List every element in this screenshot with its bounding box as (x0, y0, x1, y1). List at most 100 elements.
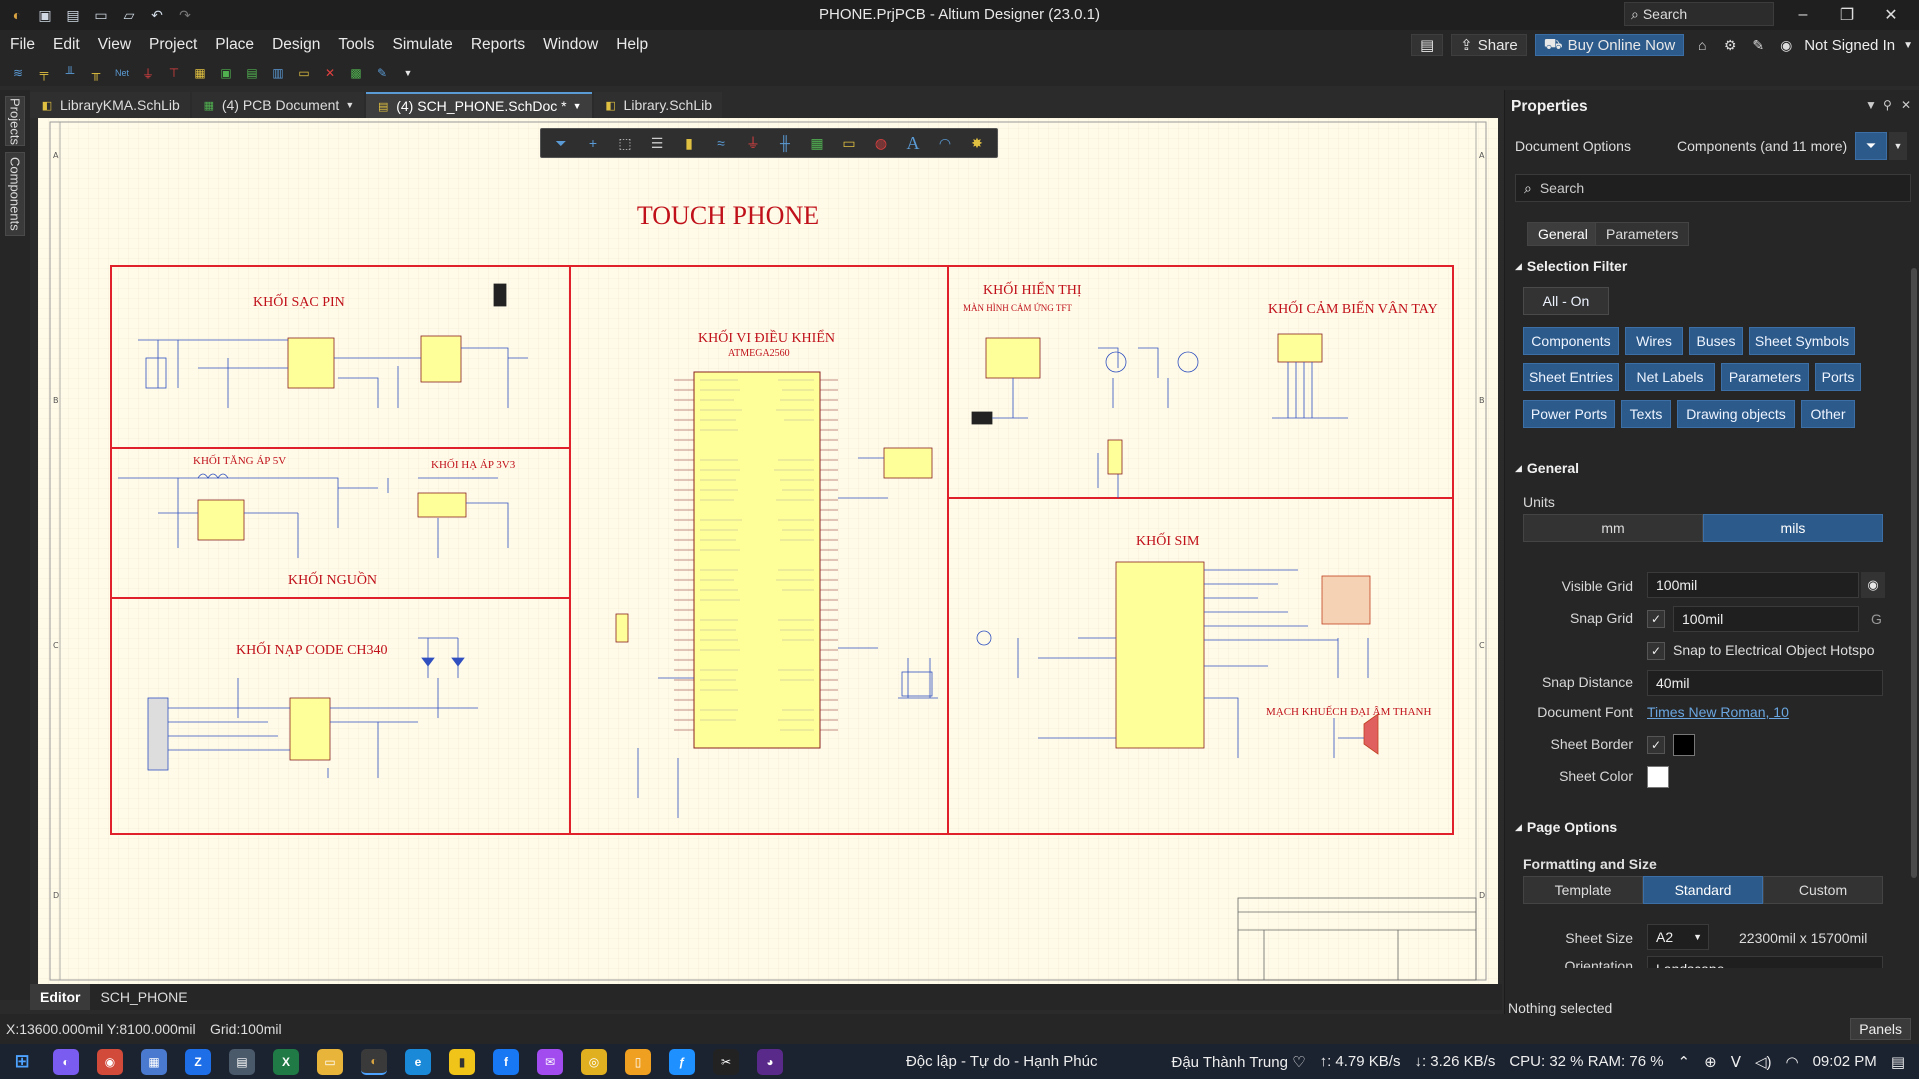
design-item-icon[interactable]: ✸ (971, 134, 983, 151)
sheet-border-color[interactable] (1673, 734, 1695, 756)
tray-chevron-up-icon[interactable]: ⌃ (1677, 1053, 1691, 1071)
pen-icon[interactable]: ✎ (376, 66, 388, 80)
chevron-down-icon[interactable]: ▼ (1903, 39, 1913, 51)
filter-texts[interactable]: Texts (1621, 400, 1671, 428)
mcu-component[interactable] (674, 371, 838, 749)
restore-button[interactable]: ❐ (1839, 7, 1855, 24)
zalo-icon[interactable]: Z (185, 1048, 211, 1075)
tab-editor[interactable]: Editor (30, 984, 91, 1010)
power-components[interactable] (118, 473, 509, 558)
sticky-notes-icon[interactable]: ▮ (449, 1048, 475, 1075)
tray-clock[interactable]: 09:02 PM (1812, 1053, 1877, 1070)
filter-net-labels[interactable]: Net Labels (1625, 363, 1715, 391)
app-icon-red[interactable]: ◉ (97, 1048, 123, 1075)
align-icon[interactable]: ☰ (650, 134, 664, 151)
undo-icon[interactable]: ↶ (151, 6, 163, 23)
sheet-icon[interactable]: ▦ (810, 134, 824, 151)
excel-icon[interactable]: X (273, 1048, 299, 1075)
home-icon[interactable]: ⌂ (1697, 37, 1707, 53)
tab-library-schlib[interactable]: ◧ Library.SchLib (593, 92, 722, 118)
general-section-header[interactable]: ◢ General (1515, 460, 1579, 476)
ground-icon[interactable]: ⏚ (141, 66, 154, 81)
menu-window[interactable]: Window (543, 36, 599, 53)
filter-components[interactable]: Components (1523, 327, 1619, 355)
visible-grid-field[interactable]: 100mil (1647, 572, 1859, 598)
bus-entry-icon[interactable]: ╨ (65, 66, 75, 80)
menu-project[interactable]: Project (149, 36, 198, 53)
selection-filter-header[interactable]: ◢ Selection Filter (1515, 258, 1627, 274)
move-icon[interactable]: + (588, 135, 598, 151)
github-icon[interactable]: ◕ (757, 1048, 783, 1075)
menu-simulate[interactable]: Simulate (392, 36, 453, 53)
ch340-components[interactable] (147, 637, 478, 778)
filter-ports[interactable]: Ports (1815, 363, 1861, 391)
buy-online-button[interactable]: ⛟Buy Online Now (1534, 34, 1685, 56)
store-icon[interactable]: ▦ (141, 1048, 167, 1075)
toolbar-chevron-down-icon[interactable]: ▼ (403, 68, 413, 78)
notes-icon[interactable]: ▯ (625, 1048, 651, 1075)
edge-icon[interactable]: e (405, 1048, 431, 1075)
filter-power-ports[interactable]: Power Ports (1523, 400, 1615, 428)
eye-icon[interactable]: ◉ (1861, 572, 1885, 598)
all-on-button[interactable]: All - On (1523, 287, 1609, 315)
object-filter-button[interactable]: ⏷ (1855, 132, 1887, 160)
tab-sch-phone[interactable]: ▤ (4) SCH_PHONE.SchDoc * ▼ (366, 92, 592, 118)
save-icon[interactable]: ▣ (38, 6, 52, 23)
tray-network-icon[interactable]: ⊕ (1704, 1053, 1717, 1071)
menu-file[interactable]: File (10, 36, 35, 53)
units-mm[interactable]: mm (1523, 514, 1703, 542)
vcc-icon[interactable]: ⊤ (168, 66, 180, 80)
extensions-icon[interactable]: ✎ (1752, 36, 1765, 53)
place-part-icon[interactable]: ▮ (685, 134, 693, 151)
net-label-icon[interactable]: Net (114, 68, 129, 78)
panel-menu-chevron-icon[interactable]: ▼ (1865, 98, 1877, 112)
snap-grid-field[interactable]: 100mil (1673, 606, 1859, 632)
harness-icon[interactable]: ▩ (350, 66, 362, 80)
tray-defender-icon[interactable]: Ⅴ (1730, 1053, 1741, 1071)
title-search[interactable]: ⌕ Search (1624, 2, 1774, 26)
panels-button[interactable]: Panels (1850, 1018, 1911, 1040)
format-template[interactable]: Template (1523, 876, 1643, 904)
close-window-button[interactable]: ✕ (1884, 7, 1898, 24)
power-icon[interactable]: ⏚ (746, 135, 760, 151)
snap-hotspot-checkbox[interactable]: ✓ (1647, 642, 1665, 660)
windows-start-icon[interactable]: ⊞ (14, 1051, 30, 1071)
menu-reports[interactable]: Reports (470, 36, 526, 53)
charging-components[interactable] (138, 283, 528, 408)
tab-chevron-down-icon[interactable]: ▼ (345, 100, 355, 110)
user-status[interactable]: Not Signed In (1804, 36, 1896, 54)
sheet-size-select[interactable]: A2 ▼ (1647, 924, 1709, 950)
gear-icon[interactable]: ⚙ (1723, 36, 1737, 53)
sheet-symbol-icon[interactable]: ▣ (220, 66, 232, 80)
tab-librarykma[interactable]: ◧ LibraryKMA.SchLib (30, 92, 190, 118)
copilot-icon[interactable]: ◐ (53, 1048, 79, 1075)
menu-help[interactable]: Help (616, 36, 649, 53)
chrome-icon[interactable]: ◎ (581, 1048, 607, 1075)
filter-sheet-entries[interactable]: Sheet Entries (1523, 363, 1619, 391)
arc-icon[interactable]: ◠ (938, 134, 952, 151)
menu-design[interactable]: Design (272, 36, 321, 53)
snap-distance-field[interactable]: 40mil (1647, 670, 1883, 696)
menu-tools[interactable]: Tools (338, 36, 375, 53)
no-erc-icon[interactable]: ✕ (324, 66, 336, 80)
units-mils[interactable]: mils (1703, 514, 1883, 542)
select-icon[interactable]: ⬚ (618, 134, 632, 151)
file-explorer-icon[interactable]: ▭ (317, 1048, 343, 1075)
menu-view[interactable]: View (97, 36, 132, 53)
display-components[interactable] (971, 337, 1199, 498)
projects-panel-tab[interactable]: Projects (5, 96, 25, 146)
orientation-select[interactable]: Landscape (1647, 956, 1883, 968)
facebook-icon[interactable]: f (493, 1048, 519, 1075)
redo-icon[interactable]: ↷ (179, 6, 191, 23)
panel-scrollbar[interactable] (1911, 268, 1917, 878)
open-project-icon[interactable]: ▱ (123, 6, 135, 23)
fingerprint-components[interactable] (1272, 333, 1348, 419)
filter-wires[interactable]: Wires (1625, 327, 1683, 355)
tab-pcb-document[interactable]: ▦ (4) PCB Document ▼ (191, 92, 365, 118)
components-panel-tab[interactable]: Components (5, 152, 25, 236)
filter-sheet-symbols[interactable]: Sheet Symbols (1749, 327, 1855, 355)
port-icon[interactable]: ▭ (298, 66, 310, 80)
tray-wifi-icon[interactable]: ◠ (1785, 1053, 1799, 1071)
power-port-icon[interactable]: ╤ (39, 66, 49, 80)
